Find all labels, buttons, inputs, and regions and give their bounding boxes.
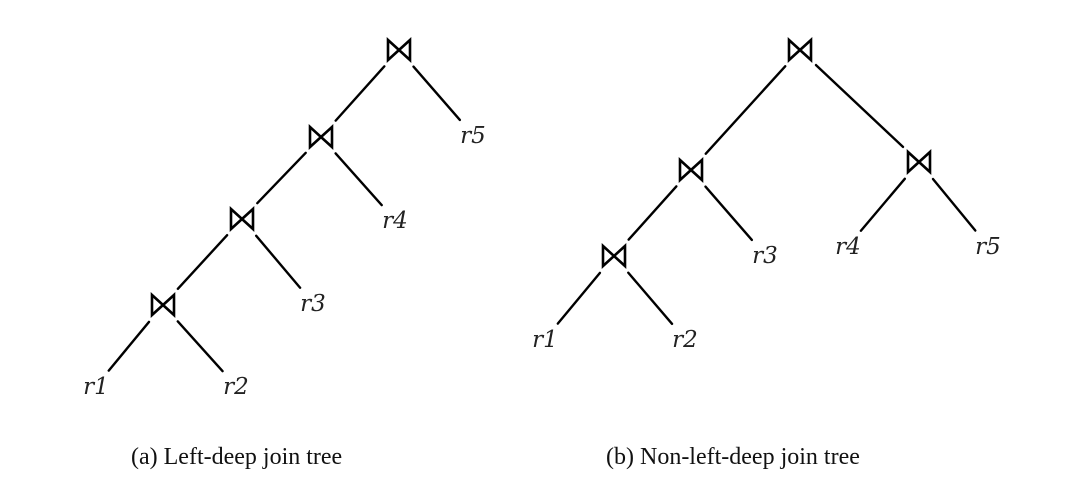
caption-non-left-deep: (b) Non-left-deep join tree [606,444,860,470]
relation-r2: r2 [223,374,249,400]
relation-r5: r5 [975,234,1001,260]
edge-j4-r1 [107,320,151,372]
edge-j2-j4 [627,185,678,241]
join-icon [787,37,813,63]
edge-j3-j4 [176,234,229,290]
join-icon [308,124,334,150]
edge-j3-r5 [931,177,977,232]
edge-j3-r3 [255,234,302,289]
relation-r5: r5 [460,123,486,149]
edge-j2-r4 [334,152,383,207]
edge-j1-j2 [334,65,386,122]
edge-j3-r4 [859,177,906,232]
join-icon [386,37,412,63]
edge-j2-j3 [256,151,307,205]
tree-a: r5 r4 r3 r1 r2 [83,37,486,400]
edge-j2-r3 [704,185,754,242]
relation-r4: r4 [382,208,408,234]
caption-left-deep: (a) Left-deep join tree [131,444,343,470]
edge-j1-r5 [412,65,462,122]
edge-j1-j2 [704,65,787,155]
edge-j4-r2 [627,271,674,326]
relation-r3: r3 [300,291,326,317]
edge-j4-r2 [176,320,224,373]
join-icon [150,292,176,318]
relation-r4: r4 [835,234,861,260]
join-icon [601,243,627,269]
relation-r1: r1 [83,374,109,400]
relation-r3: r3 [752,243,778,269]
edge-j4-r1 [556,271,602,325]
relation-r1: r1 [532,327,558,353]
relation-r2: r2 [672,327,698,353]
join-icon [678,157,704,183]
edge-j1-j3 [814,63,905,149]
join-icon [229,206,255,232]
join-icon [906,149,932,175]
tree-b: r3 r4 r5 r1 r2 [532,37,1001,353]
